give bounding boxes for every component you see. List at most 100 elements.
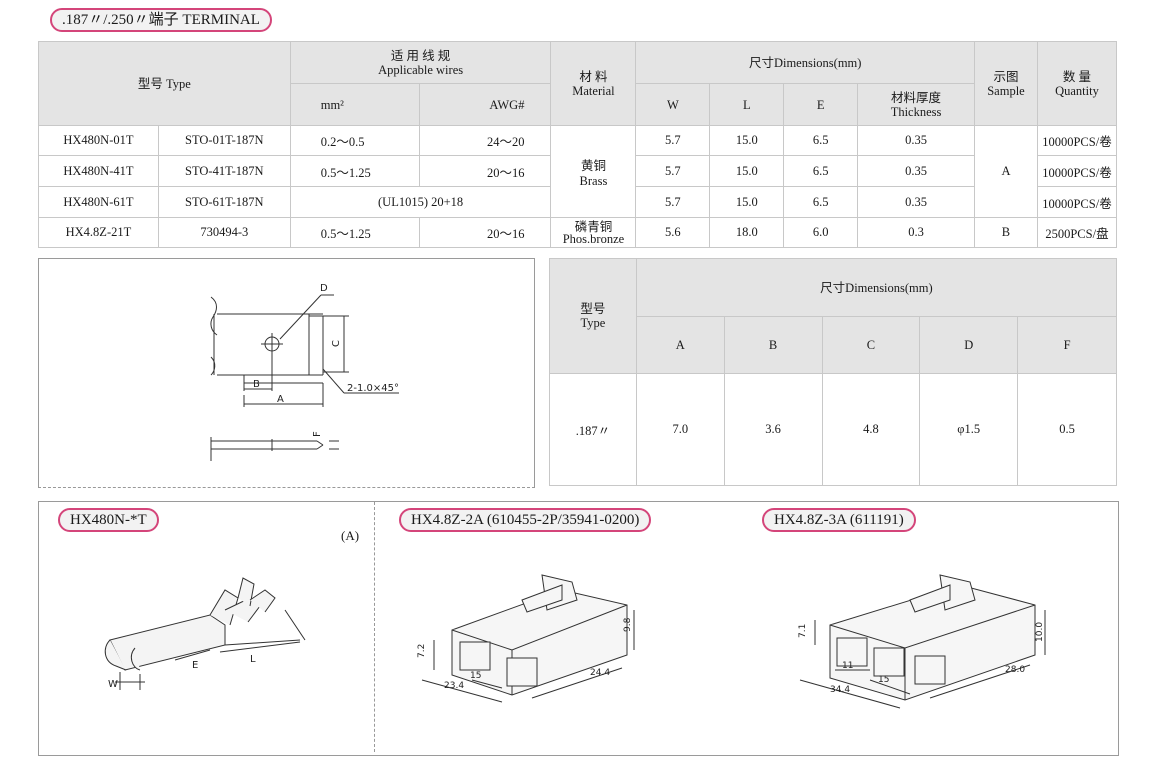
label-w: W	[108, 679, 118, 690]
label-b: B	[253, 379, 260, 390]
tab-drawing-panel: D C B A 2-1.0×45° F	[38, 258, 535, 488]
type-header: 型号 Type	[38, 41, 291, 126]
sample-label: (A)	[341, 528, 360, 543]
alt-model-cell: STO-41T-187N	[157, 155, 291, 187]
thickness-cell: 0.35	[857, 186, 975, 218]
housing-3p-illustration: 7.1 11 15 34.4 28.0 10.0	[798, 574, 1046, 709]
thickness-cell: 0.35	[857, 125, 975, 156]
l-cell: 18.0	[709, 217, 785, 248]
col-c-header: C	[821, 316, 921, 374]
alt-model-cell: STO-61T-187N	[157, 186, 291, 218]
label-c: C	[331, 340, 342, 347]
type-cell: .187〃	[549, 373, 637, 486]
col-d-header: D	[919, 316, 1019, 374]
label-chamfer: 2-1.0×45°	[347, 383, 399, 394]
dim-width-1: 11	[842, 661, 853, 671]
l-cell: 15.0	[709, 125, 785, 156]
housing-3p-badge: HX4.8Z-3A (611191)	[762, 508, 916, 532]
dim-width-1: 23.4	[444, 681, 464, 691]
alt-model-cell: STO-01T-187N	[157, 125, 291, 156]
label-e: E	[192, 660, 198, 671]
thickness-cell: 0.35	[857, 155, 975, 187]
qty-cell: 10000PCS/卷	[1036, 125, 1118, 156]
label-l: L	[250, 654, 256, 665]
model-cell: HX480N-01T	[38, 125, 159, 156]
table-row: HX480N-01T STO-01T-187N 0.2～0.5 24～20 黄铜…	[38, 125, 1118, 218]
e-header: E	[783, 83, 859, 126]
col-a-header: A	[635, 316, 725, 374]
qty-cell: 2500PCS/盘	[1036, 217, 1118, 248]
sample-b: B	[974, 217, 1038, 248]
mm-cell: 0.2～0.5	[289, 125, 420, 156]
ul-wire-cell: (UL1015) 20+18	[289, 186, 552, 218]
table-row: .187〃 7.0 3.6 4.8 φ1.5 0.5	[549, 373, 1117, 486]
w-cell: 5.7	[635, 155, 711, 187]
mm-cell: 0.5～1.25	[289, 155, 420, 187]
alt-model-cell: 730494-3	[157, 217, 291, 248]
w-header: W	[635, 83, 711, 126]
col-f-header: F	[1017, 316, 1117, 374]
value-b: 3.6	[723, 373, 823, 486]
value-d: φ1.5	[919, 373, 1019, 486]
dim-height: 7.1	[798, 624, 808, 638]
divider	[374, 502, 375, 752]
mm-cell: 0.5～1.25	[289, 217, 420, 248]
dimensions-header: 尺寸Dimensions(mm)	[635, 41, 975, 84]
dimensions-header: 尺寸Dimensions(mm)	[635, 258, 1118, 317]
e-cell: 6.0	[783, 217, 859, 248]
awg-cell: 20～16	[418, 155, 552, 187]
label-f: F	[312, 431, 323, 437]
label-d: D	[320, 283, 328, 294]
terminal-model-badge: HX480N-*T	[58, 508, 159, 532]
dim-height-2: 9.8	[623, 617, 633, 632]
l-cell: 15.0	[709, 186, 785, 218]
qty-cell: 10000PCS/卷	[1036, 186, 1118, 218]
w-cell: 5.6	[635, 217, 711, 248]
model-cell: HX480N-61T	[38, 186, 159, 218]
value-a: 7.0	[635, 373, 725, 486]
dim-width-4: 28.0	[1005, 665, 1025, 675]
e-cell: 6.5	[783, 125, 859, 156]
dim-width-3: 24.4	[590, 668, 610, 678]
page-title: .187〃/.250〃端子 TERMINAL	[50, 8, 272, 32]
sample-a: A	[974, 125, 1038, 218]
dim-height-2: 10.0	[1035, 622, 1045, 642]
awg-cell: 24～20	[418, 125, 552, 156]
value-f: 0.5	[1017, 373, 1117, 486]
l-header: L	[709, 83, 785, 126]
w-cell: 5.7	[635, 186, 711, 218]
housing-2p-illustration: 7.2 23.4 15 24.4 9.8	[417, 574, 635, 703]
l-cell: 15.0	[709, 155, 785, 187]
awg-cell: 20～16	[418, 217, 552, 248]
awg-header: AWG#	[418, 83, 552, 126]
dim-width-3: 34.4	[830, 685, 850, 695]
e-cell: 6.5	[783, 186, 859, 218]
table-row: HX480N-41T STO-41T-187N 0.5～1.25 20～16 5…	[38, 155, 1118, 187]
e-cell: 6.5	[783, 155, 859, 187]
mm-header: mm²	[289, 83, 420, 126]
qty-cell: 10000PCS/卷	[1036, 155, 1118, 187]
model-cell: HX480N-41T	[38, 155, 159, 187]
thickness-cell: 0.3	[857, 217, 975, 248]
dim-width-2: 15	[878, 675, 889, 685]
table-row: HX480N-61T STO-61T-187N (UL1015) 20+18 5…	[38, 186, 1118, 218]
value-c: 4.8	[821, 373, 921, 486]
dim-width-2: 15	[470, 671, 481, 681]
w-cell: 5.7	[635, 125, 711, 156]
model-cell: HX4.8Z-21T	[38, 217, 159, 248]
housing-2p-badge: HX4.8Z-2A (610455-2P/35941-0200)	[399, 508, 652, 532]
terminal-illustration: W E L	[104, 577, 306, 690]
tab-dimension-drawing: D C B A 2-1.0×45° F	[210, 283, 399, 461]
dim-height: 7.2	[417, 644, 427, 658]
